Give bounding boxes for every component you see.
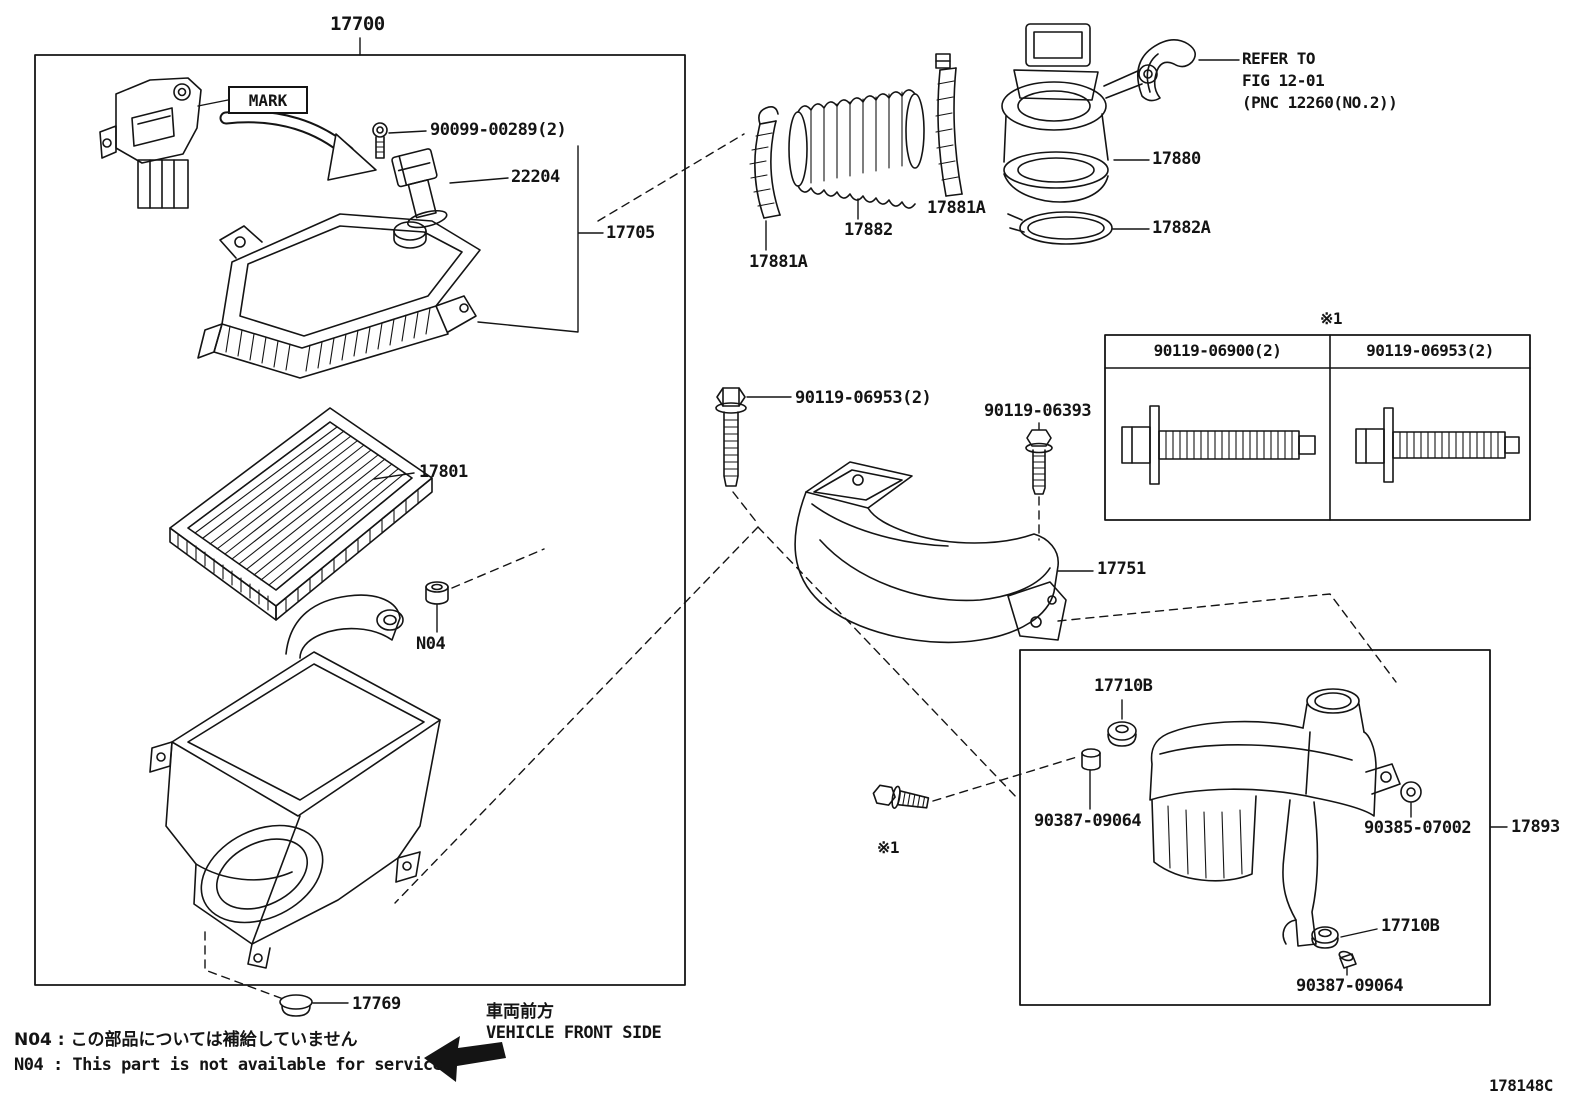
grommet-90385-drawing <box>1400 781 1422 803</box>
resonator-17893-drawing <box>1149 688 1401 947</box>
label-17751: 17751 <box>1097 559 1146 579</box>
spacer-90387-drawing <box>1081 748 1101 771</box>
label-17882a: 17882A <box>1152 218 1211 238</box>
label-17769: 17769 <box>352 994 401 1014</box>
label-17882: 17882 <box>844 220 893 240</box>
label-17710b-bottom: 17710B <box>1381 916 1440 936</box>
maf-sensor-drawing <box>99 77 202 209</box>
label-star1-bolt: ※1 <box>877 838 900 857</box>
diagram-code: 178148C <box>1489 1076 1553 1095</box>
table-bolt-06900-drawing <box>1121 405 1316 485</box>
filter-element-17801-drawing <box>169 407 433 621</box>
label-17881a-right: 17881A <box>927 198 986 218</box>
label-22204: 22204 <box>511 167 560 187</box>
table-header-06900: 90119-06900(2) <box>1153 341 1282 360</box>
air-cleaner-case-drawing <box>149 594 441 969</box>
label-90387-09064-left: 90387-09064 <box>1034 811 1142 831</box>
front-label-jp: 車両前方 <box>486 1002 554 1022</box>
curved-arrow <box>219 110 377 181</box>
label-17710b-top: 17710B <box>1094 676 1153 696</box>
table-bolt-06953-drawing <box>1355 407 1520 483</box>
label-90387-09064-bottom: 90387-09064 <box>1296 976 1404 996</box>
clamp-17882a-drawing <box>1007 211 1113 245</box>
bolt-90119-06393-drawing <box>1025 429 1053 495</box>
label-17705: 17705 <box>606 223 655 243</box>
label-n04: N04 <box>416 634 446 654</box>
plug-17769-drawing <box>279 994 313 1017</box>
bellows-hose-17882-drawing <box>788 89 925 209</box>
sensor-22204-drawing <box>391 148 448 229</box>
note-n04-en: N04 : This part is not available for ser… <box>14 1055 443 1075</box>
leader-lines <box>197 37 1508 1004</box>
label-90119-06393: 90119-06393 <box>984 401 1092 421</box>
grommet-n04-drawing <box>425 581 449 605</box>
label-17881a-left: 17881A <box>749 252 808 272</box>
bolt-star1-drawing <box>872 784 930 809</box>
table-header-06953: 90119-06953(2) <box>1366 341 1494 360</box>
air-cleaner-cap-17705-drawing <box>197 213 481 379</box>
front-label-en: VEHICLE FRONT SIDE <box>486 1023 662 1043</box>
mark-callout: MARK <box>228 86 308 114</box>
grommet-17710b-top-drawing <box>1107 721 1137 747</box>
note-n04-jp: N04 : この部品については補給していません <box>14 1030 358 1050</box>
label-90119-06953: 90119-06953(2) <box>795 388 932 408</box>
refer-note: REFER TO FIG 12-01 (PNC 12260(NO.2)) <box>1242 48 1398 114</box>
air-duct-17751-drawing <box>794 461 1067 644</box>
label-90099-00289: 90099-00289(2) <box>430 120 567 140</box>
label-17801: 17801 <box>419 462 468 482</box>
hose-clip-drawing <box>1136 39 1196 102</box>
refer-line-3: (PNC 12260(NO.2)) <box>1242 93 1398 112</box>
bolt-90099-drawing <box>372 122 388 159</box>
resonator-assembly-box <box>1019 649 1491 1006</box>
grommet-17710b-bottom-drawing <box>1311 926 1339 949</box>
label-17700: 17700 <box>330 13 385 35</box>
plug-90387-bottom-drawing <box>1338 950 1357 969</box>
refer-line-1: REFER TO <box>1242 49 1316 68</box>
fastener-table <box>1104 334 1531 521</box>
label-17880: 17880 <box>1152 149 1201 169</box>
maf-tube-17880-drawing <box>1001 23 1158 203</box>
hose-clamp-17881a-left-drawing <box>749 106 781 219</box>
table-note-star1: ※1 <box>1320 309 1343 328</box>
refer-line-2: FIG 12-01 <box>1242 71 1325 90</box>
dashed-relation-lines <box>204 133 1397 1001</box>
mark-label: MARK <box>248 90 288 110</box>
bolt-90119-06953-drawing <box>715 387 747 487</box>
vehicle-front-arrow <box>424 1036 506 1082</box>
label-90385-07002: 90385-07002 <box>1364 818 1472 838</box>
hose-clamp-17881a-right-drawing <box>935 53 963 197</box>
label-17893: 17893 <box>1511 817 1560 837</box>
